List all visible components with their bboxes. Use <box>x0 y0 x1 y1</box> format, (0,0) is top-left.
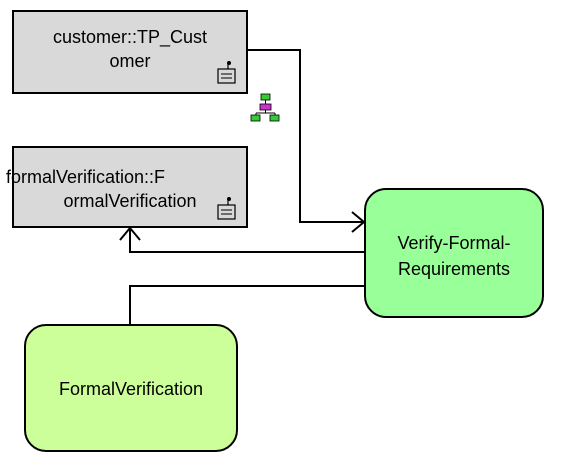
formal-verification-process[interactable]: FormalVerification <box>24 324 238 452</box>
edge-customer-to-verify <box>247 49 364 223</box>
hierarchy-icon <box>250 93 280 122</box>
formal-verification-object-label-line1: formalVerification::F <box>6 167 166 187</box>
verify-formal-requirements-process[interactable]: Verify-Formal- Requirements <box>364 188 544 318</box>
edge-verify-to-formal-object <box>129 228 364 253</box>
tag-note-icon <box>217 61 236 84</box>
customer-object-label-line1: customer::TP_Cust <box>52 27 208 47</box>
verify-process-label-line1: Verify-Formal- <box>397 233 511 253</box>
formal-verification-object-box[interactable]: formalVerification::F ormalVerification <box>6 146 248 228</box>
formal-verification-object-label-line2: ormalVerification <box>63 191 197 211</box>
verify-process-label-line2: Requirements <box>397 259 511 279</box>
arrowhead-into-formal-object <box>119 226 141 241</box>
customer-object-box[interactable]: customer::TP_Cust omer <box>12 10 248 94</box>
formal-verification-process-label: FormalVerification <box>58 379 204 399</box>
customer-object-label-line2: omer <box>109 51 151 71</box>
tag-note-icon <box>217 197 236 220</box>
edge-process-to-verify <box>129 285 364 324</box>
